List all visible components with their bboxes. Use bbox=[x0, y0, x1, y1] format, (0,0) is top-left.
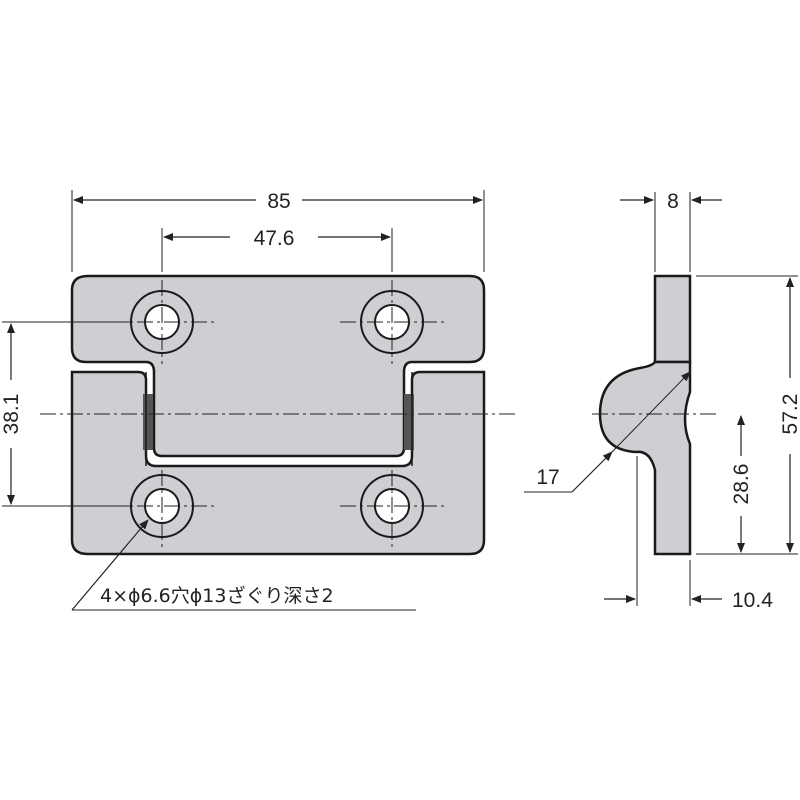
side-upper-plate bbox=[653, 274, 692, 364]
dim-17: 17 bbox=[524, 371, 691, 493]
dim-overall-width-label: 85 bbox=[267, 190, 290, 213]
dim-57-2: 57.2 bbox=[696, 275, 800, 555]
dim-depth-label: 10.4 bbox=[732, 589, 773, 612]
left-knuckle bbox=[143, 394, 153, 450]
dim-knuckle-radius-label: 17 bbox=[536, 466, 559, 489]
hole-note-label: 4×ϕ6.6穴ϕ13ざぐり深さ2 bbox=[100, 584, 334, 607]
hole-note: 4×ϕ6.6穴ϕ13ざぐり深さ2 bbox=[71, 519, 416, 611]
dim-28-6: 28.6 bbox=[730, 415, 753, 553]
dim-pivot-height-label: 28.6 bbox=[730, 464, 753, 505]
front-view: 85 47.6 38.1 4×ϕ6.6穴ϕ13ざぐり深さ2 bbox=[0, 190, 516, 611]
dim-hole-pitch-horizontal-label: 47.6 bbox=[254, 227, 295, 250]
side-knuckle-leaf bbox=[598, 360, 692, 556]
dim-10-4: 10.4 bbox=[604, 456, 773, 612]
side-view: 8 57.2 28.6 17 10.4 bbox=[524, 190, 800, 612]
dim-overall-height-label: 57.2 bbox=[779, 394, 800, 435]
dim-thickness-label: 8 bbox=[667, 190, 679, 213]
center-lines bbox=[40, 280, 516, 550]
dim-hole-pitch-vertical-label: 38.1 bbox=[0, 394, 23, 435]
right-knuckle bbox=[404, 394, 414, 450]
dim-47-6: 47.6 bbox=[161, 227, 393, 272]
dim-85: 85 bbox=[71, 190, 485, 272]
dim-38-1: 38.1 bbox=[0, 321, 130, 507]
dim-8: 8 bbox=[620, 190, 722, 272]
